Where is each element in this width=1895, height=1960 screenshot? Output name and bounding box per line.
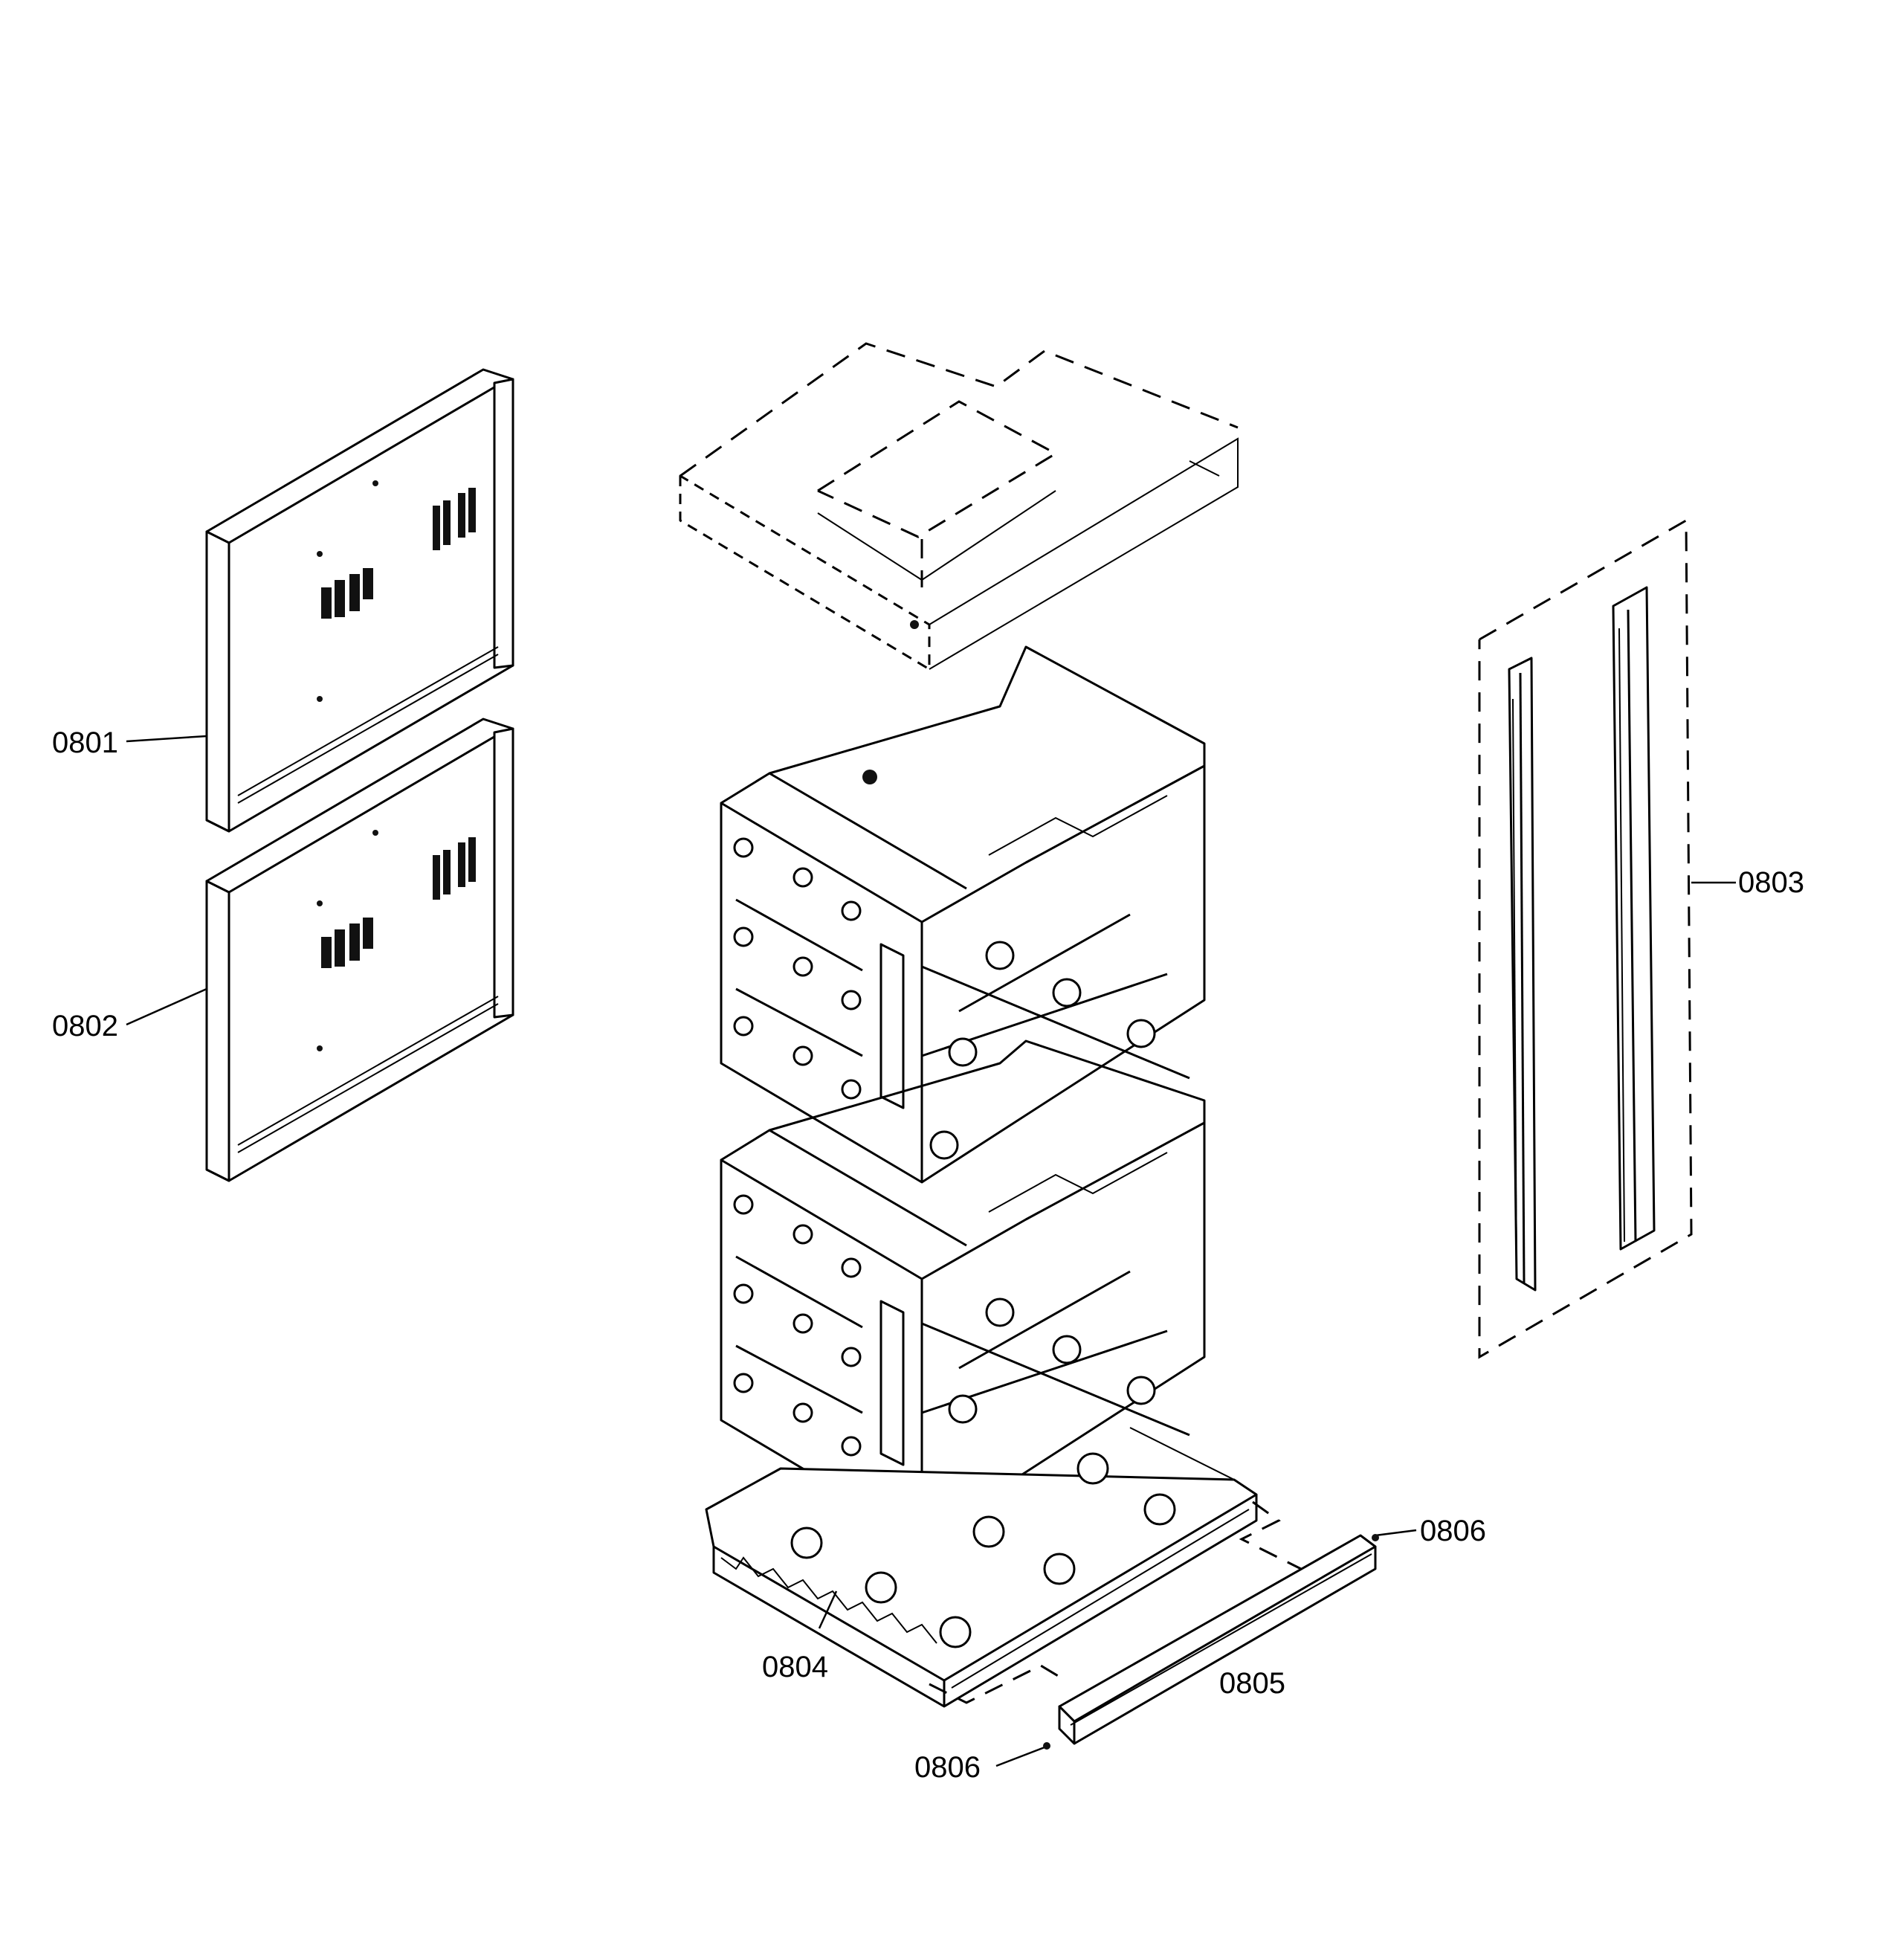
bracket-cutout-lower bbox=[321, 918, 373, 968]
callout-0802: 0802 bbox=[52, 1010, 118, 1042]
oven-cavity-lower bbox=[720, 1039, 1206, 1541]
callout-0804: 0804 bbox=[762, 1651, 828, 1683]
callout-0805: 0805 bbox=[1219, 1667, 1285, 1700]
callout-0806-top: 0806 bbox=[1420, 1515, 1486, 1547]
base-tray bbox=[705, 1427, 1258, 1708]
bracket-cutout-upper bbox=[321, 568, 373, 619]
side-trim-right bbox=[1612, 586, 1656, 1251]
side-trim-group bbox=[1478, 518, 1693, 1359]
callout-0801: 0801 bbox=[52, 726, 118, 759]
side-panel-upper bbox=[205, 368, 514, 833]
base-feet bbox=[790, 1452, 1176, 1648]
oven-cavity-upper bbox=[720, 645, 1206, 1184]
vent-slots-upper bbox=[433, 488, 476, 550]
burner-holes-upper bbox=[733, 837, 1156, 1160]
side-panel-lower bbox=[205, 718, 514, 1182]
vent-slots-lower bbox=[433, 837, 476, 900]
burner-holes-lower bbox=[733, 1194, 1156, 1517]
callout-0803: 0803 bbox=[1738, 866, 1804, 899]
front-rail bbox=[929, 1500, 1377, 1745]
callout-0806-bottom: 0806 bbox=[914, 1751, 981, 1784]
top-cover-dashed bbox=[679, 342, 1239, 671]
side-trim-left bbox=[1508, 657, 1537, 1292]
